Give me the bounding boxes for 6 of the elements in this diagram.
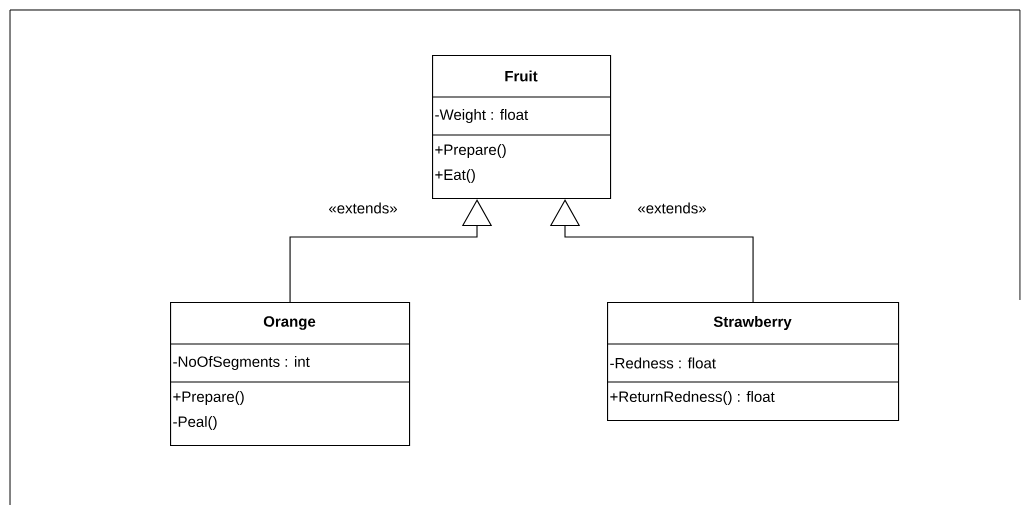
edge-label: «extends» — [327, 201, 399, 215]
inheritance-arrow — [549, 199, 754, 303]
class-box: Fruit -Weight : float +Prepare() +Eat() — [431, 55, 612, 200]
class-box: Strawberry -Redness : float +ReturnRedness() : float — [606, 302, 900, 422]
class-box: Orange -NoOfSegments : int +Prepare() -Peal() — [169, 302, 411, 447]
edge-label: «extends» — [636, 201, 708, 215]
